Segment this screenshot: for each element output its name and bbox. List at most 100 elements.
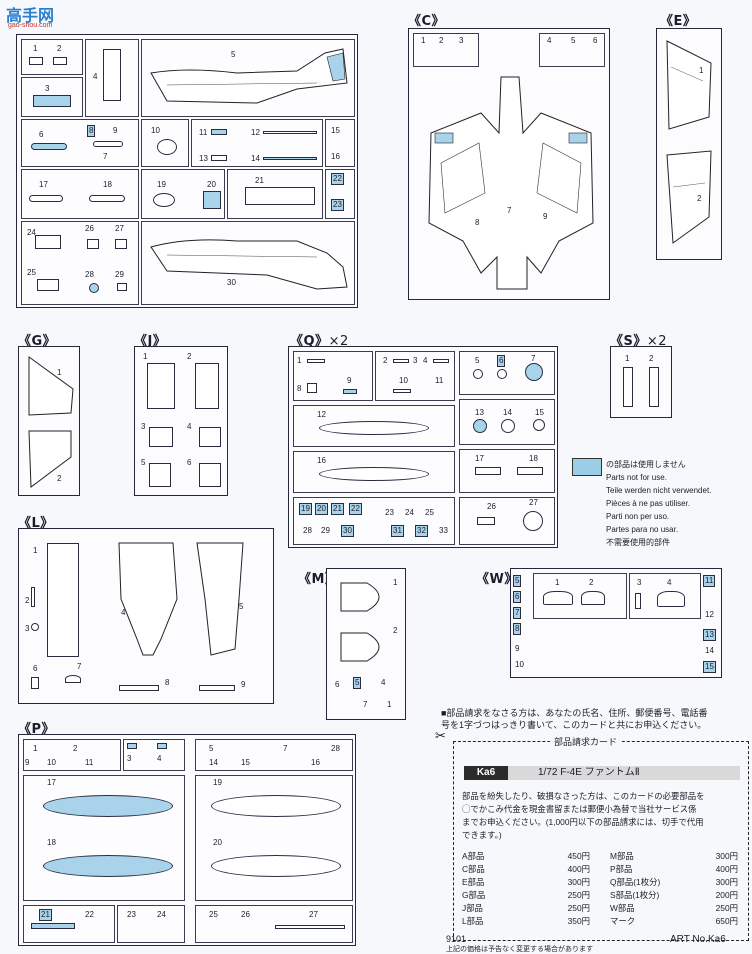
part-num: 27 xyxy=(309,910,318,919)
part-a13 xyxy=(263,131,317,134)
not-for-use-legend: の部品は使用しません Parts not for use. Teile werd… xyxy=(606,458,746,549)
part-num: 5 xyxy=(239,602,244,611)
part-num: 17 xyxy=(39,180,48,189)
part-num: 1 xyxy=(297,356,302,365)
part-l8 xyxy=(119,685,159,691)
part-j4 xyxy=(199,427,221,447)
part-num: 2 xyxy=(393,626,398,635)
parts-order-panel: ■部品請求をなさる方は、あなたの氏名、住所、郵便番号、電話番 号を1字づつはっき… xyxy=(435,707,749,949)
part-num: 7 xyxy=(283,744,288,753)
part-num: 19 xyxy=(213,778,222,787)
runner-l: 1 2 3 4 5 6 7 8 9 xyxy=(18,528,274,704)
part-q2 xyxy=(393,359,409,363)
order-intro-line: 号を1字づつはっきり書いて、このカードと共にお申込ください。 xyxy=(441,720,707,730)
part-j1 xyxy=(147,363,175,409)
part-num: 5 xyxy=(231,50,236,59)
part-num: 14 xyxy=(251,154,260,163)
price-label: マーク xyxy=(610,916,636,926)
part-num: 3 xyxy=(413,356,418,365)
legend-line: Parti non per uso. xyxy=(606,512,670,521)
q-multiplier: ×2 xyxy=(328,334,349,349)
part-num: 9 xyxy=(543,212,548,221)
part-w13-label: 13 xyxy=(703,629,716,641)
part-q19-label: 19 xyxy=(299,503,312,515)
part-num: 3 xyxy=(141,422,146,431)
cell-p1-11 xyxy=(23,739,121,771)
part-num: 14 xyxy=(503,408,512,417)
part-num: 18 xyxy=(103,180,112,189)
part-num: 18 xyxy=(47,838,56,847)
section-label-p: 《P》 xyxy=(18,722,56,737)
fuselage-half-upper xyxy=(150,48,348,104)
part-a19 xyxy=(153,193,175,207)
price-value: 250円 xyxy=(715,903,738,913)
part-num: 7 xyxy=(531,354,536,363)
s-multiplier: ×2 xyxy=(646,334,668,349)
part-num: 1 xyxy=(555,578,560,587)
part-num: 33 xyxy=(439,526,448,535)
section-label-e: 《E》 xyxy=(660,14,697,29)
part-num: 10 xyxy=(151,126,160,135)
cell-3 xyxy=(21,77,83,117)
part-num: 25 xyxy=(425,508,434,517)
part-j6 xyxy=(199,463,221,487)
part-num: 7 xyxy=(363,700,368,709)
part-q17 xyxy=(475,467,501,475)
part-num: 4 xyxy=(121,608,126,617)
runner-p: 1 2 9 10 11 3 4 5 7 28 14 15 16 17 18 19… xyxy=(18,734,356,946)
part-num: 9 xyxy=(347,376,352,385)
part-num: 23 xyxy=(127,910,136,919)
price-value: 350円 xyxy=(567,916,590,926)
canopy-w1 xyxy=(543,591,573,605)
part-l7 xyxy=(65,675,81,683)
section-label-l: 《L》 xyxy=(18,516,54,531)
price-label: E部品 xyxy=(462,877,485,887)
part-num: 21 xyxy=(255,176,264,185)
price-label: A部品 xyxy=(462,851,485,861)
part-num: 27 xyxy=(115,224,124,233)
part-num: 20 xyxy=(213,838,222,847)
part-a20 xyxy=(203,191,221,209)
part-num: 5 xyxy=(571,36,576,45)
part-a17 xyxy=(29,195,63,202)
runner-g: 1 2 xyxy=(18,346,80,496)
part-num: 2 xyxy=(649,354,654,363)
section-label-s: 《S》×2 xyxy=(610,330,667,349)
wing-lower xyxy=(428,76,594,290)
part-q21-label: 21 xyxy=(331,503,344,515)
parts-request-card: 部品請求カード Ka6 1/72 F-4E ファントムⅡ 部品を紛失したり、破損… xyxy=(453,735,749,941)
part-a29 xyxy=(117,283,127,291)
card-instructions: 部品を紛失したり、破損なさった方は、このカードの必要部品を ◯でかこみ代金を現金… xyxy=(462,790,742,842)
part-l9 xyxy=(199,685,235,691)
outer-wing-lower xyxy=(666,150,712,244)
part-num: 14 xyxy=(705,646,714,655)
price-label: W部品 xyxy=(610,903,635,913)
runner-q: 1 2 3 4 8 9 10 11 5 6 7 12 13 14 15 16 1… xyxy=(288,346,558,548)
stabilizer-2 xyxy=(28,430,72,488)
price-row: S部品(1枚分)200円 xyxy=(610,889,738,901)
part-num: 10 xyxy=(399,376,408,385)
part-num: 7 xyxy=(507,206,512,215)
price-label: C部品 xyxy=(462,864,485,874)
watermark-url: gao-shou.com xyxy=(8,22,53,29)
part-num: 17 xyxy=(47,778,56,787)
part-a2 xyxy=(53,57,67,65)
part-p3 xyxy=(127,743,137,749)
part-num: 1 xyxy=(33,744,38,753)
stabilizer-1 xyxy=(28,356,74,416)
part-w8-label: 8 xyxy=(513,623,522,635)
part-num: 6 xyxy=(593,36,598,45)
part-num: 3 xyxy=(25,624,30,633)
legend-line: 不需要使用的部件 xyxy=(606,538,670,547)
part-a28 xyxy=(89,283,99,293)
legend-line: の部品は使用しません xyxy=(606,460,686,469)
part-q4 xyxy=(433,359,449,363)
part-num: 15 xyxy=(535,408,544,417)
price-value: 200円 xyxy=(715,890,738,900)
part-num: 2 xyxy=(57,44,62,53)
part-num: 3 xyxy=(637,578,642,587)
